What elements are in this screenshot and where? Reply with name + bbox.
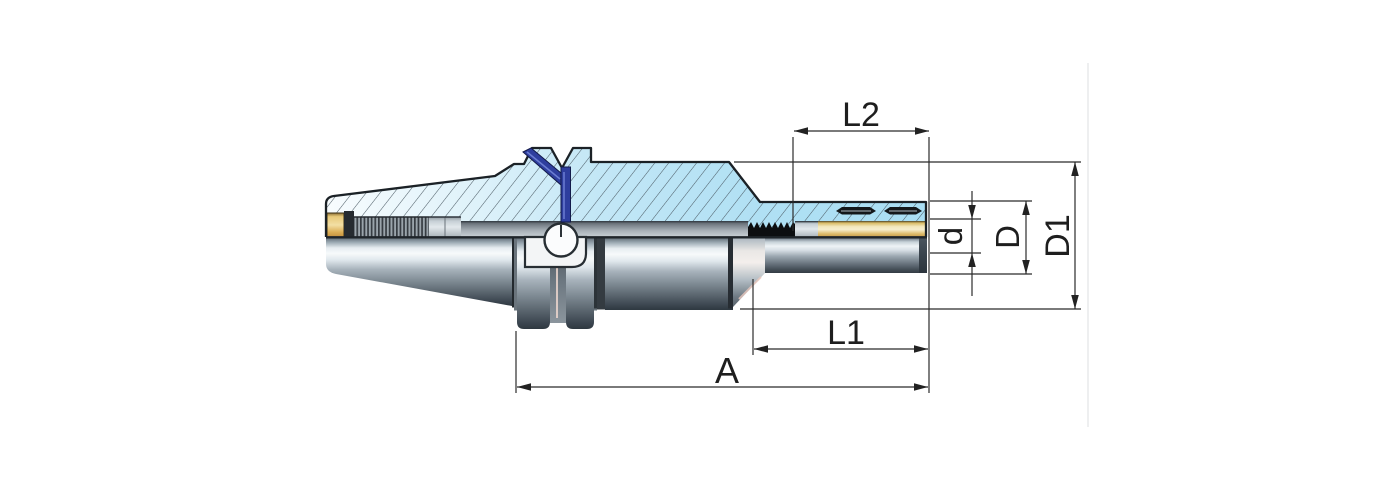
main-body-cylinder bbox=[605, 238, 733, 310]
label-D: D bbox=[989, 225, 1026, 249]
label-L1: L1 bbox=[827, 314, 865, 352]
label-L2: L2 bbox=[842, 96, 880, 134]
pullstud-brass-plug bbox=[326, 212, 345, 238]
label-d: d bbox=[932, 227, 969, 245]
label-D1: D1 bbox=[1039, 214, 1077, 257]
flange-right-edge bbox=[594, 238, 598, 309]
cross-section-upper-half bbox=[326, 148, 926, 237]
coolant-channel-vertical bbox=[560, 166, 571, 223]
body-neck-groove bbox=[597, 238, 605, 310]
rendered-lower-half bbox=[326, 222, 927, 329]
clamping-thread-section bbox=[748, 222, 795, 237]
label-A: A bbox=[715, 350, 739, 391]
pilot-end-chamfer bbox=[919, 238, 927, 273]
transition-cone bbox=[733, 238, 765, 307]
taper-shank-lower bbox=[326, 238, 512, 306]
bore-step-dark bbox=[344, 211, 354, 237]
pullstud-thread-bore bbox=[354, 217, 429, 237]
clamping-screw-slots bbox=[836, 207, 922, 215]
pilot-cylinder bbox=[765, 238, 927, 273]
section-outline bbox=[324, 146, 928, 237]
bore-spacer bbox=[795, 221, 818, 237]
orientation-ball-port bbox=[543, 222, 579, 258]
section-hatch-pattern bbox=[326, 148, 926, 237]
dimension-arrowheads bbox=[517, 127, 1079, 391]
body-end-edge bbox=[728, 238, 733, 309]
bore-internals bbox=[326, 211, 927, 238]
coolant-channel bbox=[522, 147, 571, 223]
bore-inner-wall bbox=[461, 221, 748, 237]
brass-clamping-sleeve bbox=[818, 221, 927, 238]
